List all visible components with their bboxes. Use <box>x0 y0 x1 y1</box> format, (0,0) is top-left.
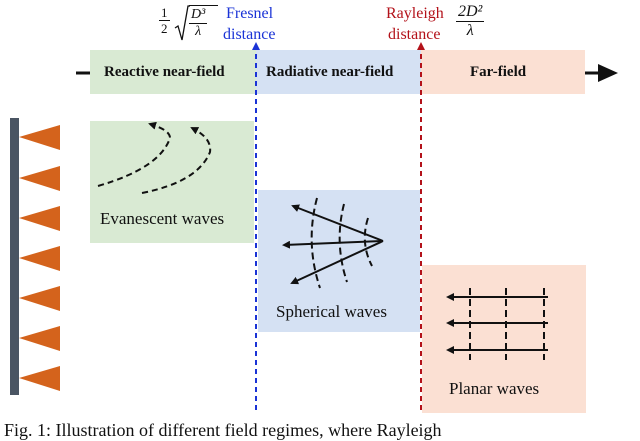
spherical-wavefronts <box>310 197 373 289</box>
antenna-element <box>19 286 60 311</box>
spherical-wave-rays <box>282 204 384 285</box>
planar-region-box <box>422 265 586 413</box>
fresnel-label-line2: distance <box>223 26 276 43</box>
rayleigh-label-line2: distance <box>388 26 441 43</box>
far-field-label: Far-field <box>470 64 527 80</box>
fresnel-coefficient-fraction: 1 2 <box>159 6 170 35</box>
radiative-near-field-label: Radiative near-field <box>266 64 394 80</box>
fresnel-coef-denominator: 2 <box>161 21 168 36</box>
antenna-element <box>19 326 60 351</box>
spherical-waves-label: Spherical waves <box>276 302 387 321</box>
array-bar <box>10 118 19 395</box>
planar-waves-label: Planar waves <box>449 379 540 398</box>
evanescent-wave-curve-inner <box>97 121 172 187</box>
sqrt-overbar <box>189 5 218 6</box>
planar-wavefronts <box>469 288 545 360</box>
distance-axis-arrowhead <box>598 64 618 82</box>
evanescent-wave-curve-outer <box>141 127 212 194</box>
antenna-element <box>19 125 60 150</box>
antenna-element <box>19 206 60 231</box>
reactive-near-field-label: Reactive near-field <box>104 64 225 80</box>
antenna-element <box>19 246 60 271</box>
planar-wave-rays <box>446 293 548 354</box>
fresnel-coef-numerator: 1 <box>159 5 170 21</box>
evanescent-waves-label: Evanescent waves <box>100 209 225 228</box>
rayleigh-distance-fraction: 2D² λ <box>456 3 485 39</box>
fresnel-sqrt-denominator: λ <box>195 24 202 39</box>
rayleigh-numerator: 2D² <box>456 3 485 22</box>
fresnel-sqrt-numerator: D³ <box>189 7 208 24</box>
antenna-elements <box>19 125 60 391</box>
far-field-band <box>421 50 585 94</box>
antenna-element <box>19 366 60 391</box>
radiative-band <box>256 50 421 94</box>
antenna-element <box>19 166 60 191</box>
rayleigh-label-line1: Rayleigh <box>386 5 444 22</box>
rayleigh-denominator: λ <box>466 22 474 39</box>
fresnel-label-line1: Fresnel <box>226 5 274 22</box>
evanescent-region-box <box>90 121 254 243</box>
figure-caption: Fig. 1: Illustration of different field … <box>4 420 442 440</box>
sqrt-radical-icon <box>174 5 190 41</box>
reactive-band <box>90 50 256 94</box>
fresnel-sqrt-fraction: D³ λ <box>189 7 208 39</box>
